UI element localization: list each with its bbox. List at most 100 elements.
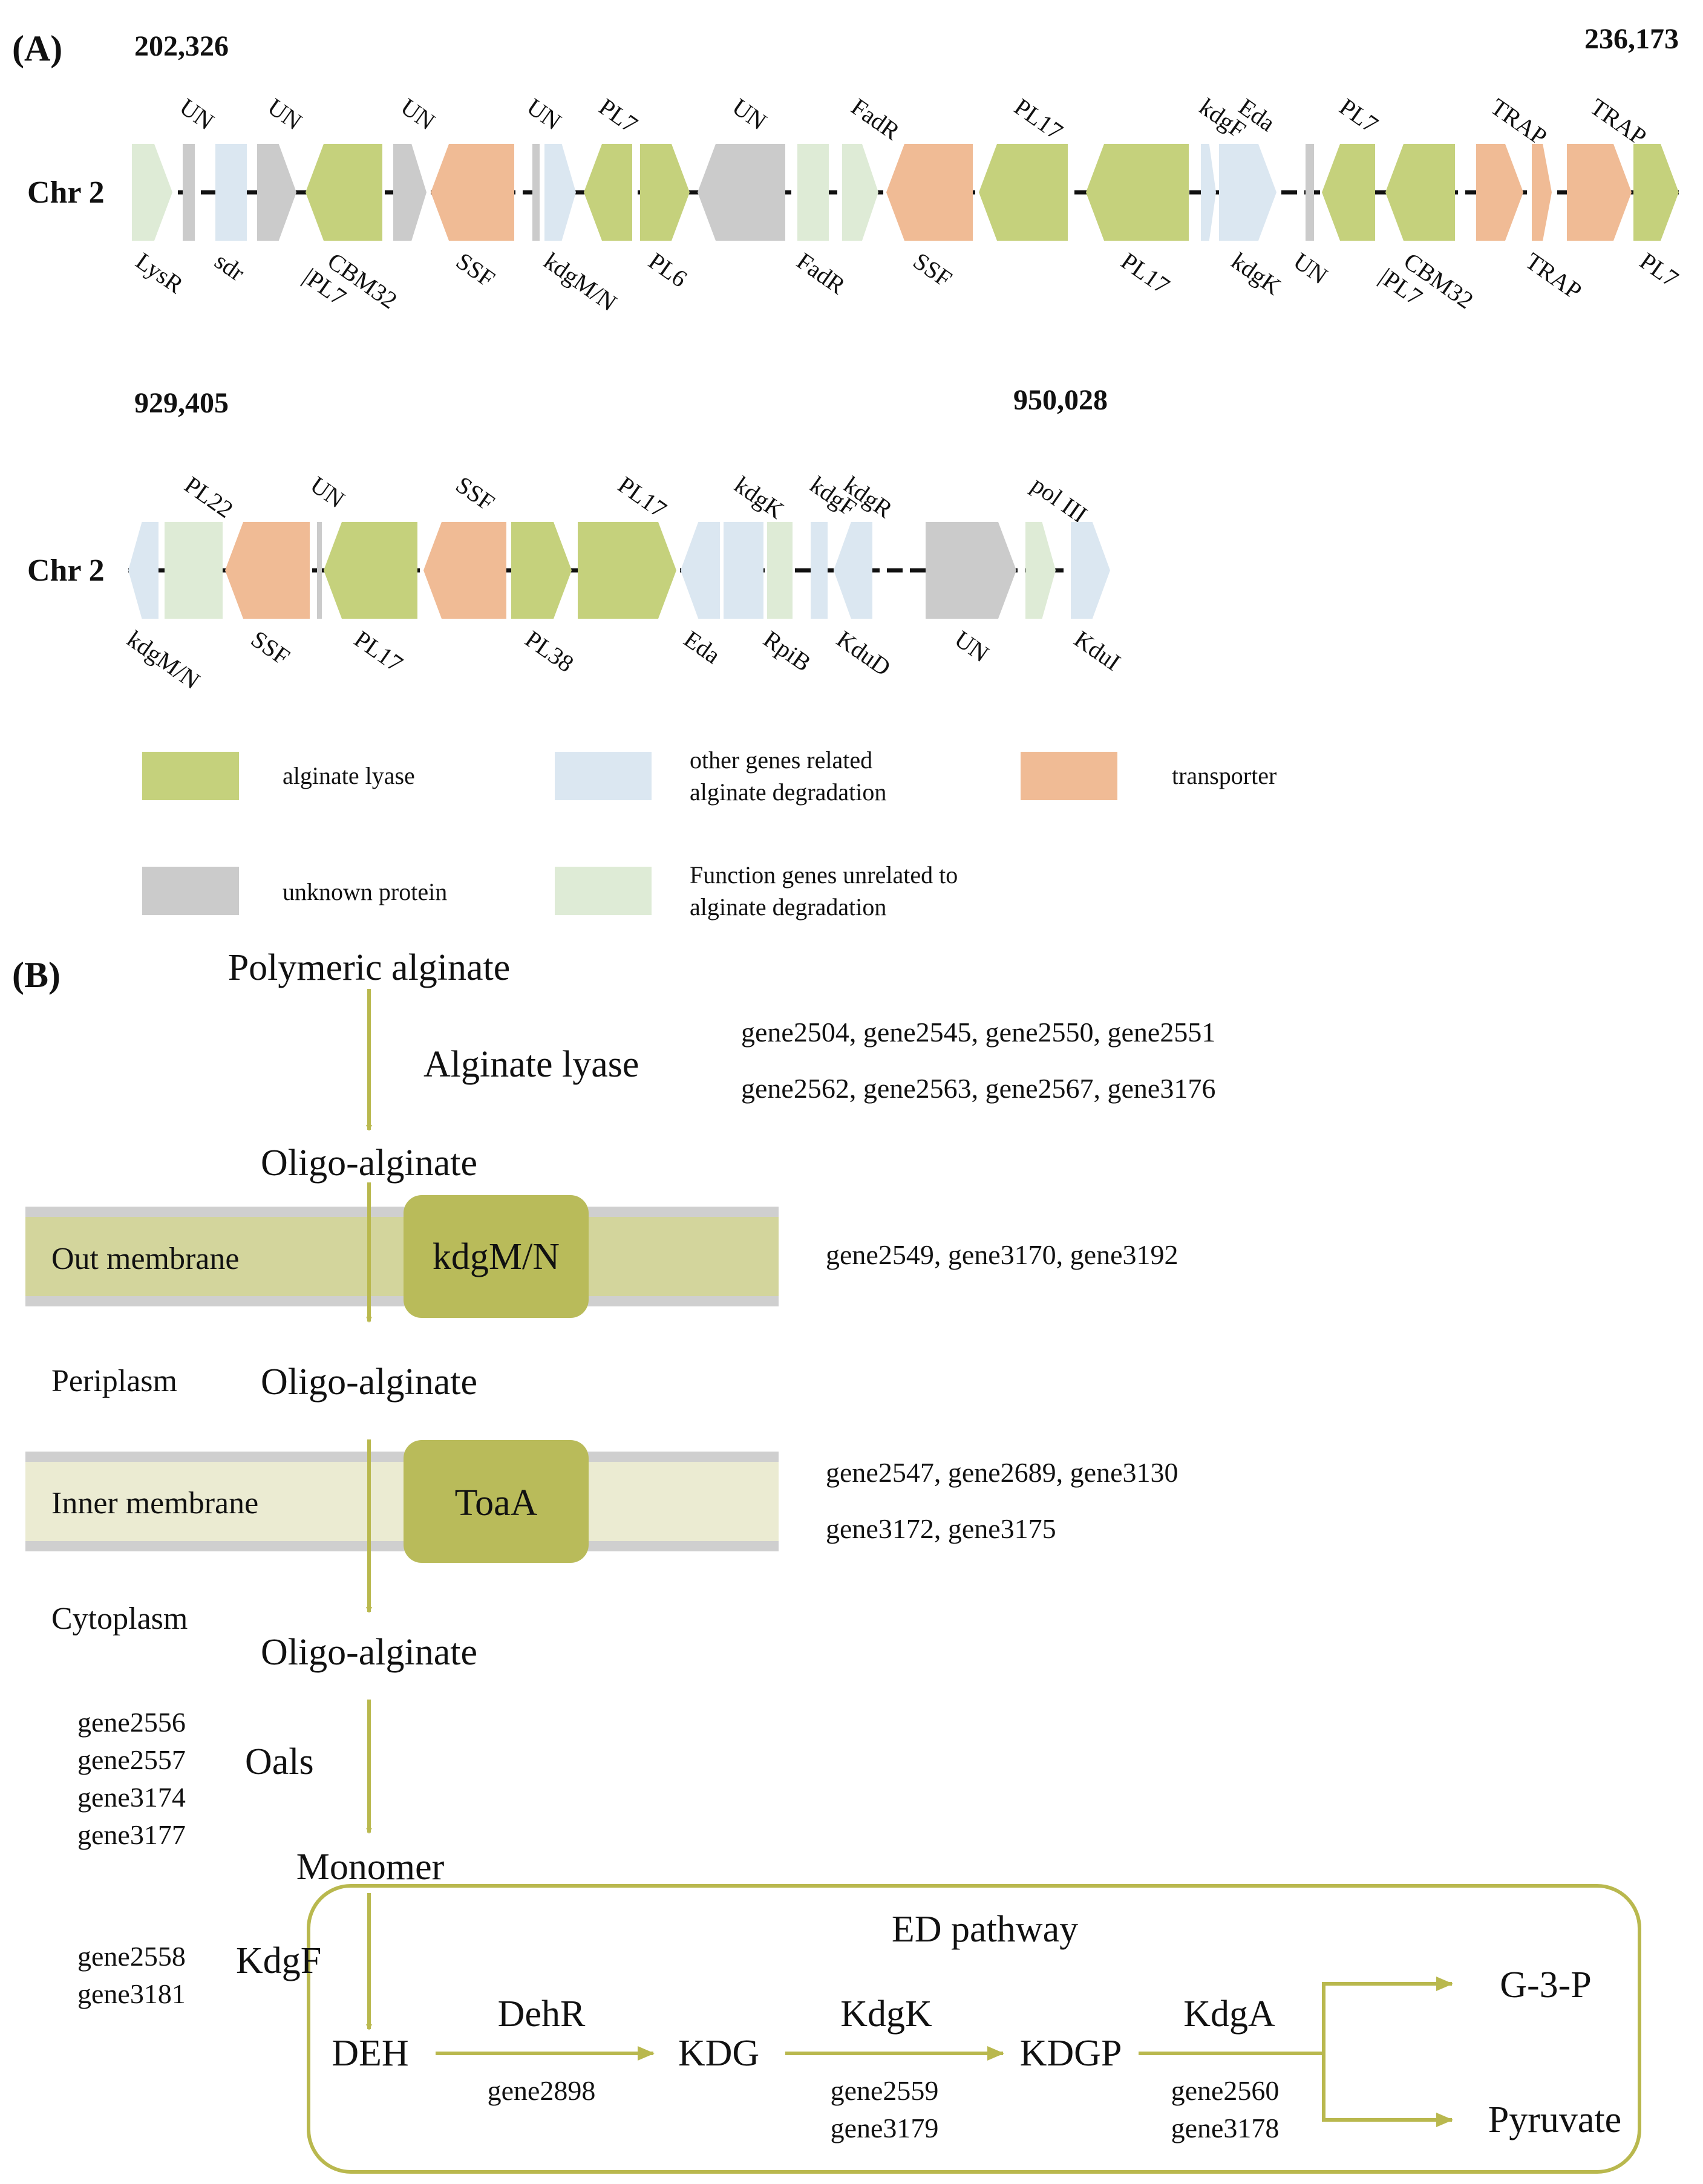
legend-label-unknown: unknown protein <box>283 878 447 905</box>
legend-swatch-alginate-lyase <box>142 752 239 800</box>
panel-b-label: (B) <box>12 955 60 995</box>
gene-arrow-transporter <box>423 522 506 619</box>
kdg-label: KDG <box>678 2033 759 2074</box>
kdgk-gene-2: gene3179 <box>831 2113 939 2143</box>
gene-label-bottom: PL7 <box>1635 247 1683 293</box>
gene-arrow-unrelated <box>797 144 829 241</box>
gene-label-bottom: CBM32|PL7 <box>298 241 402 336</box>
gene-arrow-unknown <box>183 144 195 241</box>
track2-end-coord: 950,028 <box>1013 384 1108 416</box>
track1-chr-label: Chr 2 <box>27 175 105 210</box>
toaa-protein-box <box>404 1440 589 1563</box>
gene-label-bottom: kdgK <box>1226 247 1286 301</box>
gene-label-top: PL7 <box>594 93 642 139</box>
gene-arrow-alginate-lyase <box>979 144 1068 241</box>
arrow-to-g3p <box>1322 1977 1453 2053</box>
gene-label-top: UN <box>175 93 219 135</box>
legend-swatch-transporter <box>1021 752 1117 800</box>
legend-swatch-unknown <box>142 867 239 915</box>
gene-arrow-transporter <box>886 144 973 241</box>
toaa-genes-line1: gene2547, gene2689, gene3130 <box>826 1457 1178 1488</box>
legend: alginate lyase other genes related algin… <box>142 746 1276 921</box>
gene-arrow-other-related <box>1071 522 1110 619</box>
gene-label-top: SSF <box>451 471 499 517</box>
gene-arrow-other-related <box>724 522 763 619</box>
gene-arrow-unrelated <box>842 144 878 241</box>
gene-label-top: UN <box>306 471 350 513</box>
gene-label-top: kdgK <box>730 471 789 524</box>
gene-label-bottom: FadR <box>792 247 851 300</box>
kdgmn-protein-box <box>404 1195 589 1318</box>
gene-label-top: TRAP <box>1585 93 1652 151</box>
gene-arrow-alginate-lyase <box>1086 144 1189 241</box>
gene-label-bottom: PL17 <box>349 625 408 678</box>
cytoplasm-label: Cytoplasm <box>51 1602 188 1636</box>
gene-arrow-other-related <box>1201 144 1216 241</box>
arrow-to-pyruvate <box>1322 2053 1453 2127</box>
gene-label-bottom: PL38 <box>520 625 579 678</box>
gene-arrow-transporter <box>1567 144 1632 241</box>
legend-label-transporter: transporter <box>1172 762 1276 789</box>
toaa-genes-line2: gene3172, gene3175 <box>826 1513 1056 1544</box>
gene-arrow-unrelated <box>767 522 793 619</box>
kdga-gene-1: gene2560 <box>1171 2075 1280 2106</box>
g3p-label: G-3-P <box>1500 1964 1592 2006</box>
kdgf-gene-1: gene2558 <box>77 1941 186 1972</box>
gene-label-bottom: TRAP <box>1520 247 1587 305</box>
gene-label-top: UN <box>522 93 566 135</box>
kdgp-label: KDGP <box>1020 2033 1122 2074</box>
track2-start-coord: 929,405 <box>134 387 229 419</box>
gene-label-bottom: KduI <box>1069 625 1125 676</box>
gene-arrow-alginate-lyase <box>511 522 572 619</box>
gene-label-top: FadR <box>846 93 905 146</box>
gene-arrow-transporter <box>1476 144 1523 241</box>
outer-membrane <box>25 1217 779 1296</box>
gene-arrow-unknown <box>393 144 427 241</box>
gene-arrow-unrelated <box>165 522 223 619</box>
gene-label-bottom: RpiB <box>759 625 816 677</box>
inner-membrane-label: Inner membrane <box>51 1486 258 1521</box>
oals-gene-2: gene2557 <box>77 1744 186 1775</box>
gene-label-top: PL7 <box>1335 93 1383 139</box>
gene-label-bottom: PL6 <box>644 247 692 293</box>
gene-arrow-unknown <box>532 144 540 241</box>
legend-label-alginate-lyase: alginate lyase <box>283 762 415 789</box>
inner-membrane <box>25 1462 779 1541</box>
legend-label-other-related-2: alginate degradation <box>690 778 886 806</box>
gene-arrow-alginate-lyase <box>1385 144 1455 241</box>
kdgf-gene-2: gene3181 <box>77 1978 186 2009</box>
ed-pathway-label: ED pathway <box>892 1909 1078 1950</box>
gene-label-top: PL17 <box>1009 93 1068 146</box>
track1-start-coord: 202,326 <box>134 30 229 62</box>
gene-label-bottom: LysR <box>131 247 188 299</box>
dehr-label: DehR <box>498 1993 586 2035</box>
gene-arrow-other-related <box>681 522 720 619</box>
gene-arrow-alginate-lyase <box>578 522 676 619</box>
track1-genes: LysRUNsdrUNCBM32|PL7UNSSFUNkdgM/NPL7PL6U… <box>131 93 1683 336</box>
gene-label-top: PL22 <box>180 471 238 524</box>
gene-arrow-transporter <box>225 522 310 619</box>
gene-label-bottom: PL17 <box>1116 247 1175 300</box>
periplasm-label: Periplasm <box>51 1364 177 1398</box>
oligo-alginate-1: Oligo-alginate <box>261 1143 477 1184</box>
gene-arrow-other-related <box>544 144 576 241</box>
oals-gene-3: gene3174 <box>77 1782 186 1813</box>
gene-label-bottom: sdr <box>210 247 250 287</box>
gene-label-top: UN <box>263 93 307 135</box>
gene-label-bottom: CBM32|PL7 <box>1374 241 1478 336</box>
gene-label-bottom: Eda <box>679 625 725 670</box>
gene-arrow-other-related <box>834 522 872 619</box>
alginate-lyase-label: Alginate lyase <box>423 1044 639 1085</box>
gene-arrow-unknown <box>1306 144 1314 241</box>
legend-label-unrelated-1: Function genes unrelated to <box>690 861 958 888</box>
gene-arrow-alginate-lyase <box>584 144 632 241</box>
kdga-label: KdgA <box>1183 1993 1275 2035</box>
out-membrane-label: Out membrane <box>51 1242 239 1276</box>
gene-arrow-unknown <box>317 522 322 619</box>
gene-arrow-transporter <box>1532 144 1552 241</box>
gene-arrow-unknown <box>257 144 296 241</box>
legend-swatch-other-related <box>555 752 652 800</box>
oals-gene-1: gene2556 <box>77 1707 186 1738</box>
gene-label-bottom: SSF <box>246 625 295 671</box>
